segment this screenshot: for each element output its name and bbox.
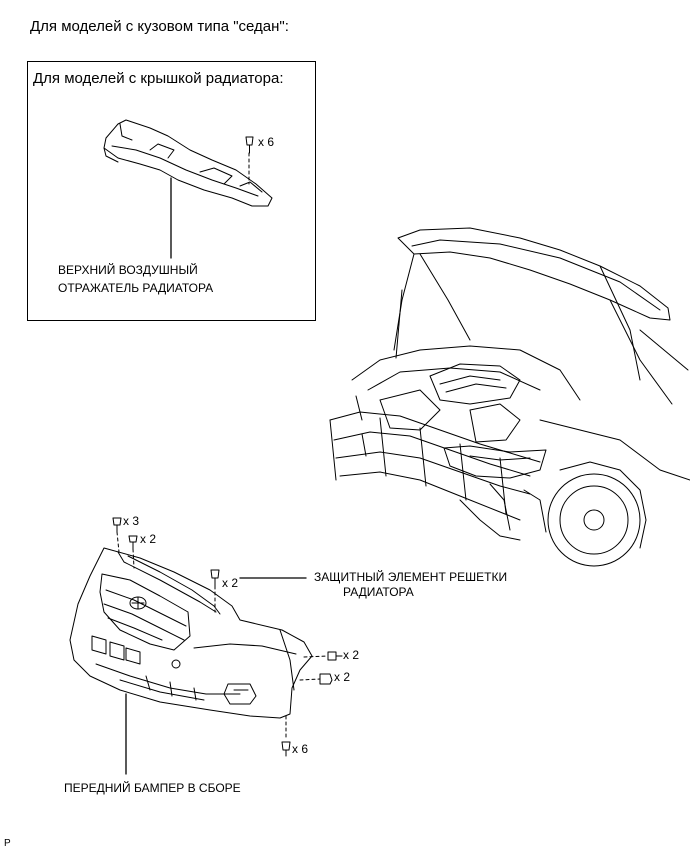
grille-protector-label-line1: ЗАЩИТНЫЙ ЭЛЕМЕНТ РЕШЕТКИ [314, 570, 508, 584]
bumper-screw-bottom [281, 741, 291, 757]
grille-protector-label-line2: РАДИАТОРА [343, 585, 414, 599]
front-bumper-assembly [69, 547, 313, 719]
grille-protector-clip [210, 569, 220, 587]
radiator-upper-air-deflector [103, 119, 273, 207]
bumper-qty-side-lower: x 2 [334, 670, 351, 684]
vehicle-front-hood-open [329, 227, 690, 567]
bumper-qty-top-left: x 3 [123, 514, 140, 528]
bumper-screw-top-left [112, 517, 122, 533]
bumper-side-clip-upper [327, 651, 343, 661]
bumper-qty-side-upper: x 2 [343, 648, 360, 662]
inset-clip-qty: x 6 [258, 135, 275, 149]
inset-part-label-line1: ВЕРХНИЙ ВОЗДУШНЫЙ [58, 263, 198, 277]
clip-inset [245, 136, 254, 154]
inset-part-label-line2: ОТРАЖАТЕЛЬ РАДИАТОРА [58, 281, 214, 295]
corner-mark: P [4, 838, 11, 849]
bumper-label: ПЕРЕДНИЙ БАМПЕР В СБОРЕ [64, 781, 241, 795]
grille-protector-qty: x 2 [222, 576, 239, 590]
page-heading: Для моделей с кузовом типа "седан": [30, 18, 289, 35]
inset-title: Для моделей с крышкой радиатора: [33, 70, 284, 87]
bumper-side-clip-lower [319, 673, 333, 685]
bumper-qty-bottom: x 6 [292, 742, 309, 756]
bumper-screw-top-center [128, 535, 138, 550]
bumper-qty-top-center: x 2 [140, 532, 157, 546]
inset-box [27, 61, 316, 321]
